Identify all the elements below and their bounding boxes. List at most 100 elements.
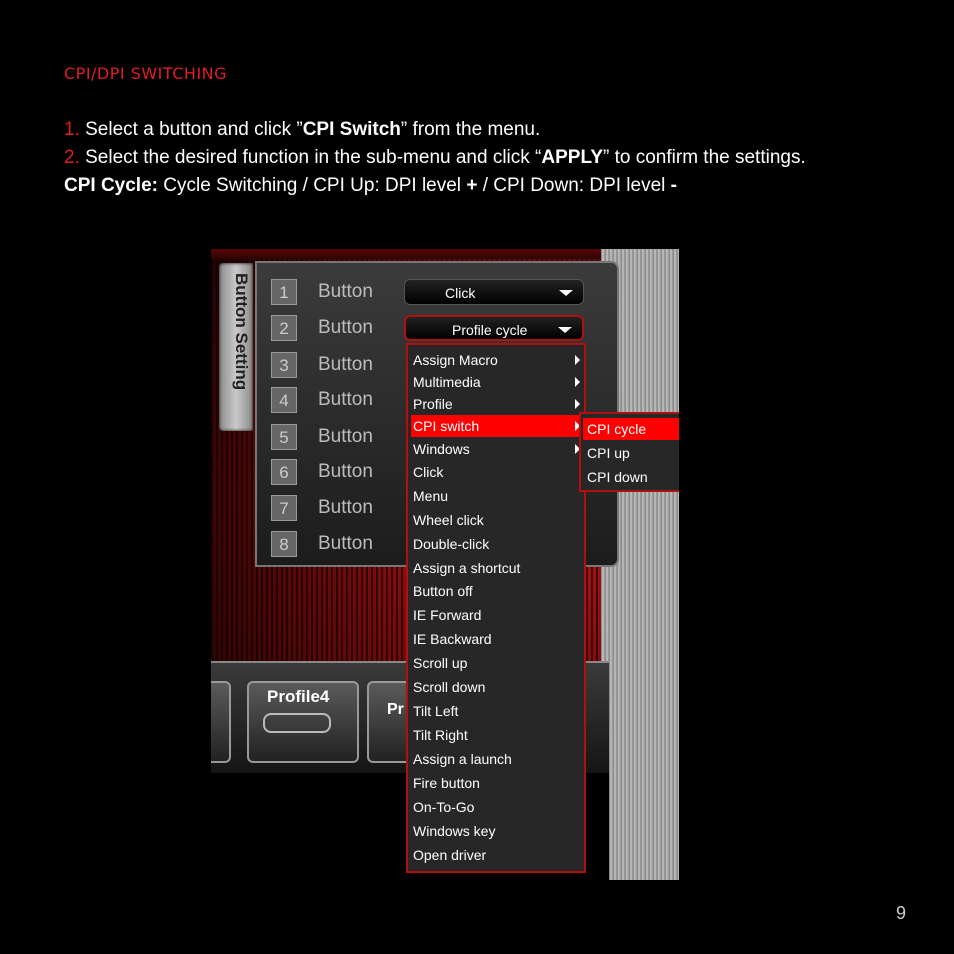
menu-item-ie-backward[interactable]: IE Backward [411, 628, 582, 650]
button-1-function-dropdown[interactable]: Click [404, 279, 584, 305]
menu-item-label: On-To-Go [413, 799, 475, 815]
button-number: 2 [271, 315, 297, 341]
note-label: CPI Cycle: [64, 175, 158, 196]
note-text: Cycle Switching / CPI Up: DPI level [157, 175, 467, 196]
menu-item-label: Scroll up [413, 655, 468, 671]
step-1: 1. Select a button and click ”CPI Switch… [64, 116, 540, 144]
chevron-down-icon [558, 327, 572, 333]
menu-item-open-driver[interactable]: Open driver [411, 844, 582, 866]
submenu-item-cpi-cycle[interactable]: CPI cycle [583, 418, 679, 440]
profile-4-label: Profile4 [267, 687, 330, 706]
menu-item-label: Assign Macro [413, 352, 498, 368]
menu-item-label: Tilt Left [413, 703, 459, 719]
menu-item-label: Button off [413, 583, 473, 599]
button-label: Button [318, 533, 373, 554]
menu-item-tilt-right[interactable]: Tilt Right [411, 724, 582, 746]
menu-item-on-to-go[interactable]: On-To-Go [411, 796, 582, 818]
submenu-item-cpi-down[interactable]: CPI down [587, 469, 648, 485]
plus-sign: + [466, 175, 478, 196]
menu-item-click[interactable]: Click [411, 461, 582, 483]
button-label: Button [318, 389, 373, 410]
menu-item-profile[interactable]: Profile [411, 393, 582, 415]
menu-item-label: Multimedia [413, 374, 481, 390]
menu-item-label: Profile [413, 396, 453, 412]
button-label: Button [318, 317, 373, 338]
menu-item-scroll-up[interactable]: Scroll up [411, 652, 582, 674]
button-label: Button [318, 461, 373, 482]
menu-item-windows[interactable]: Windows [411, 438, 582, 460]
submenu-arrow-icon [575, 421, 580, 431]
button-number: 5 [271, 424, 297, 450]
cpi-note: CPI Cycle: Cycle Switching / CPI Up: DPI… [64, 172, 677, 200]
menu-item-fire-button[interactable]: Fire button [411, 772, 582, 794]
menu-item-label: Assign a shortcut [413, 560, 521, 576]
profile-4-indicator [263, 713, 331, 733]
menu-item-label: Fire button [413, 775, 480, 791]
step-number: 1. [64, 119, 80, 140]
menu-item-label: IE Backward [413, 631, 492, 647]
minus-sign: - [670, 175, 677, 196]
menu-item-label: IE Forward [413, 607, 482, 623]
cpi-submenu: CPI cycle CPI up CPI down [579, 412, 679, 492]
button-label: Button [318, 426, 373, 447]
button-label: Button [318, 354, 373, 375]
button-number: 7 [271, 495, 297, 521]
menu-item-ie-forward[interactable]: IE Forward [411, 604, 582, 626]
profile-3-button[interactable] [211, 681, 231, 763]
step-number: 2. [64, 147, 80, 168]
dropdown-value: Profile cycle [452, 322, 528, 338]
button-2-function-dropdown[interactable]: Profile cycle [404, 315, 584, 341]
button-number: 1 [271, 279, 297, 305]
menu-item-label: Menu [413, 488, 449, 504]
chevron-down-icon [559, 290, 573, 296]
menu-item-assign-macro[interactable]: Assign Macro [411, 349, 582, 371]
menu-item-label: Assign a launch [413, 751, 512, 767]
button-number: 8 [271, 531, 297, 557]
function-menu: Assign Macro Multimedia Profile CPI swit… [406, 343, 586, 873]
menu-item-windows-key[interactable]: Windows key [411, 820, 582, 842]
menu-item-label: Double-click [413, 536, 490, 552]
button-label: Button [318, 497, 373, 518]
menu-item-multimedia[interactable]: Multimedia [411, 371, 582, 393]
frame-top [211, 249, 601, 259]
menu-item-label: CPI switch [413, 418, 480, 434]
step-2: 2. Select the desired function in the su… [64, 144, 806, 172]
step-keyword: CPI Switch [302, 119, 401, 140]
menu-item-double-click[interactable]: Double-click [411, 533, 582, 555]
step-text: ” to confirm the settings. [603, 147, 806, 168]
button-number: 3 [271, 352, 297, 378]
menu-item-label: Scroll down [413, 679, 486, 695]
button-setting-tab[interactable] [219, 263, 253, 431]
menu-item-assign-launch[interactable]: Assign a launch [411, 748, 582, 770]
note-text: / CPI Down: DPI level [477, 175, 671, 196]
menu-item-label: Windows [413, 441, 470, 457]
menu-item-cpi-switch[interactable]: CPI switch [411, 415, 582, 437]
profile-4-button[interactable] [247, 681, 359, 763]
step-text: Select the desired function in the sub-m… [79, 147, 542, 168]
step-text: ” from the menu. [400, 119, 541, 140]
submenu-arrow-icon [575, 377, 580, 387]
submenu-arrow-icon [575, 399, 580, 409]
button-label: Button [318, 281, 373, 302]
submenu-arrow-icon [575, 444, 580, 454]
page-number: 9 [895, 903, 906, 923]
profile-5-label: Pr [387, 701, 404, 718]
menu-item-label: Tilt Right [413, 727, 468, 743]
button-number: 6 [271, 459, 297, 485]
menu-item-label: Open driver [413, 847, 487, 863]
dropdown-value: Click [445, 285, 476, 301]
menu-item-tilt-left[interactable]: Tilt Left [411, 700, 582, 722]
submenu-item-cpi-up[interactable]: CPI up [587, 445, 630, 461]
button-number: 4 [271, 387, 297, 413]
menu-item-menu[interactable]: Menu [411, 485, 582, 507]
menu-item-label: Click [413, 464, 444, 480]
menu-item-scroll-down[interactable]: Scroll down [411, 676, 582, 698]
button-setting-label: Button Setting [232, 273, 251, 391]
menu-item-label: Wheel click [413, 512, 484, 528]
menu-item-button-off[interactable]: Button off [411, 580, 582, 602]
menu-item-wheel-click[interactable]: Wheel click [411, 509, 582, 531]
software-screenshot: Button Setting 1 Button Click 2 Button P… [211, 249, 679, 880]
menu-item-label: Windows key [413, 823, 496, 839]
step-text: Select a button and click ” [79, 119, 303, 140]
menu-item-assign-shortcut[interactable]: Assign a shortcut [411, 557, 582, 579]
